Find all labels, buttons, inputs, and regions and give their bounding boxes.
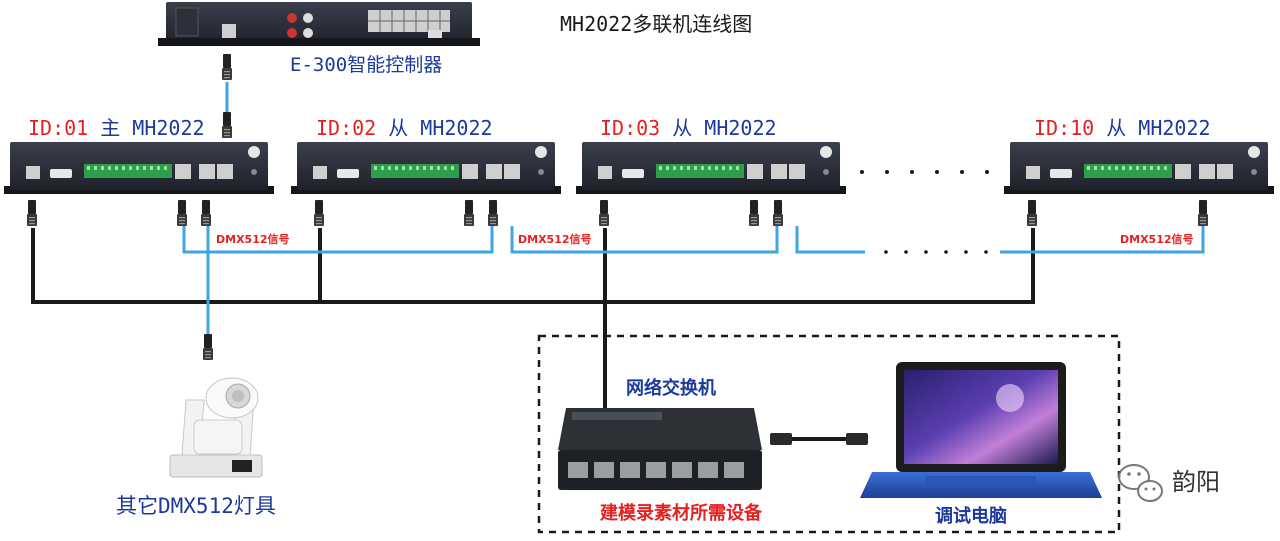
unit-label-2: ID:02 从 MH2022 — [316, 118, 493, 138]
unit-id: ID:01 — [28, 116, 89, 140]
rj45-plug-icon — [599, 200, 609, 226]
uplink-cable — [222, 54, 232, 138]
laptop-label: 调试电脑 — [935, 506, 1007, 527]
wechat-icon — [1118, 464, 1163, 502]
dmx-label-3: DMX512信号 — [1120, 233, 1194, 246]
mh2022-unit-3 — [576, 142, 846, 226]
unit-id: ID:03 — [600, 116, 661, 140]
rj45-plug-icon — [27, 200, 37, 226]
fixture-cable-plug — [203, 334, 213, 360]
unit-label-3: ID:03 从 MH2022 — [600, 118, 777, 138]
units-layer — [4, 142, 1274, 226]
mh2022-unit-2 — [291, 142, 561, 226]
diagram-title: MH2022多联机连线图 — [560, 12, 753, 36]
rj45-plug-icon — [201, 200, 211, 226]
brand-label: 韵阳 — [1172, 468, 1220, 496]
moving-head-light-icon — [169, 377, 263, 478]
rj45-plug-icon — [314, 200, 324, 226]
unit-id: ID:02 — [316, 116, 377, 140]
mh2022-unit-1 — [4, 142, 274, 226]
rj45-plug-icon — [773, 200, 783, 226]
network-trunk — [31, 228, 1035, 408]
unit-label-10: ID:10 从 MH2022 — [1034, 118, 1211, 138]
controller-label: E-300智能控制器 — [290, 54, 443, 76]
rj45-plug-icon — [1198, 200, 1208, 226]
switch-label: 网络交换机 — [626, 378, 716, 399]
dmx-label-1: DMX512信号 — [216, 233, 290, 246]
unit-name: 主 MH2022 — [100, 116, 205, 140]
laptop-icon — [860, 362, 1102, 498]
network-switch-icon — [558, 408, 762, 490]
unit-id: ID:10 — [1034, 116, 1095, 140]
modeling-equipment-box — [537, 334, 1121, 534]
unit-label-1: ID:01 主 MH2022 — [28, 118, 205, 138]
rj45-plug-icon — [1027, 200, 1037, 226]
patch-cable — [770, 433, 868, 445]
dmx-label-2: DMX512信号 — [518, 233, 592, 246]
dmx-continuation-dots — [884, 250, 988, 254]
rj45-plug-icon — [464, 200, 474, 226]
unit-continuation-dots — [860, 170, 989, 174]
modeling-equipment-label: 建模录素材所需设备 — [600, 503, 762, 524]
controller-device — [158, 2, 480, 46]
rj45-plug-icon — [177, 200, 187, 226]
unit-name: 从 MH2022 — [388, 116, 493, 140]
mh2022-unit-4 — [1004, 142, 1274, 226]
unit-name: 从 MH2022 — [672, 116, 777, 140]
rj45-plug-icon — [749, 200, 759, 226]
fixture-label: 其它DMX512灯具 — [116, 494, 276, 518]
unit-name: 从 MH2022 — [1106, 116, 1211, 140]
rj45-plug-icon — [488, 200, 498, 226]
dmx-chain — [182, 226, 1205, 334]
